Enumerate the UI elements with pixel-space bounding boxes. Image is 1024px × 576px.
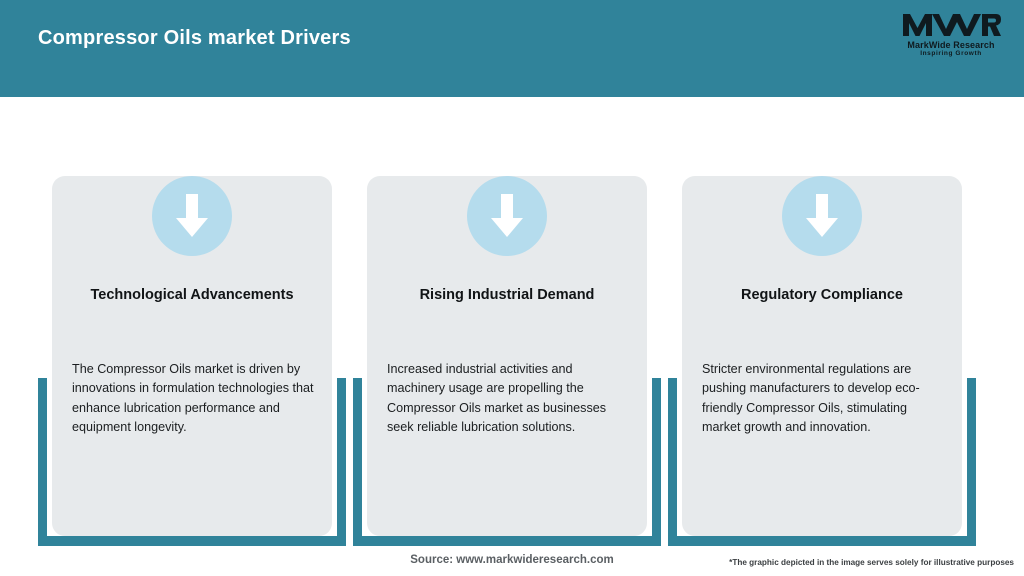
card-frame-left-bar-3 — [668, 378, 677, 546]
page-title: Compressor Oils market Drivers — [38, 27, 351, 49]
card-body-1: The Compressor Oils market is driven by … — [72, 362, 314, 434]
logo-tagline: Inspiring Growth — [920, 50, 982, 57]
driver-card-3[interactable]: Regulatory Compliance Stricter environme… — [668, 144, 976, 546]
card-panel-2: Rising Industrial Demand Increased indus… — [367, 176, 647, 536]
card-frame-right-bar-2 — [652, 378, 661, 546]
card-title-3: Regulatory Compliance — [741, 287, 903, 303]
card-frame-right-bar-1 — [337, 378, 346, 546]
card-title-1: Technological Advancements — [90, 287, 294, 303]
driver-card-1[interactable]: Technological Advancements The Compresso… — [38, 144, 346, 546]
arrow-down-icon — [782, 176, 862, 256]
arrow-down-icon — [467, 176, 547, 256]
arrow-down-glyph — [176, 194, 208, 237]
card-body-3: Stricter environmental regulations are p… — [702, 362, 920, 434]
driver-card-2[interactable]: Rising Industrial Demand Increased indus… — [353, 144, 661, 546]
card-frame-bottom-bar-3 — [668, 536, 976, 546]
card-frame-bottom-bar-1 — [38, 536, 346, 546]
logo-company-name: MarkWide Research — [907, 40, 995, 50]
arrow-down-glyph — [491, 194, 523, 237]
source-label: Source: www.markwideresearch.com — [410, 554, 614, 566]
card-panel-3: Regulatory Compliance Stricter environme… — [682, 176, 962, 536]
card-frame-left-bar-1 — [38, 378, 47, 546]
brand-logo: MarkWide Research Inspiring Growth — [896, 11, 1006, 65]
card-title-2: Rising Industrial Demand — [419, 287, 595, 303]
card-panel-1: Technological Advancements The Compresso… — [52, 176, 332, 536]
mwr-logomark-icon — [903, 14, 1001, 36]
header-bar — [0, 0, 1024, 97]
card-frame-right-bar-3 — [967, 378, 976, 546]
card-frame-bottom-bar-2 — [353, 536, 661, 546]
card-body-2: Increased industrial activities and mach… — [387, 362, 607, 434]
disclaimer-note: *The graphic depicted in the image serve… — [729, 558, 1014, 567]
arrow-down-glyph — [806, 194, 838, 237]
arrow-down-icon — [152, 176, 232, 256]
card-frame-left-bar-2 — [353, 378, 362, 546]
